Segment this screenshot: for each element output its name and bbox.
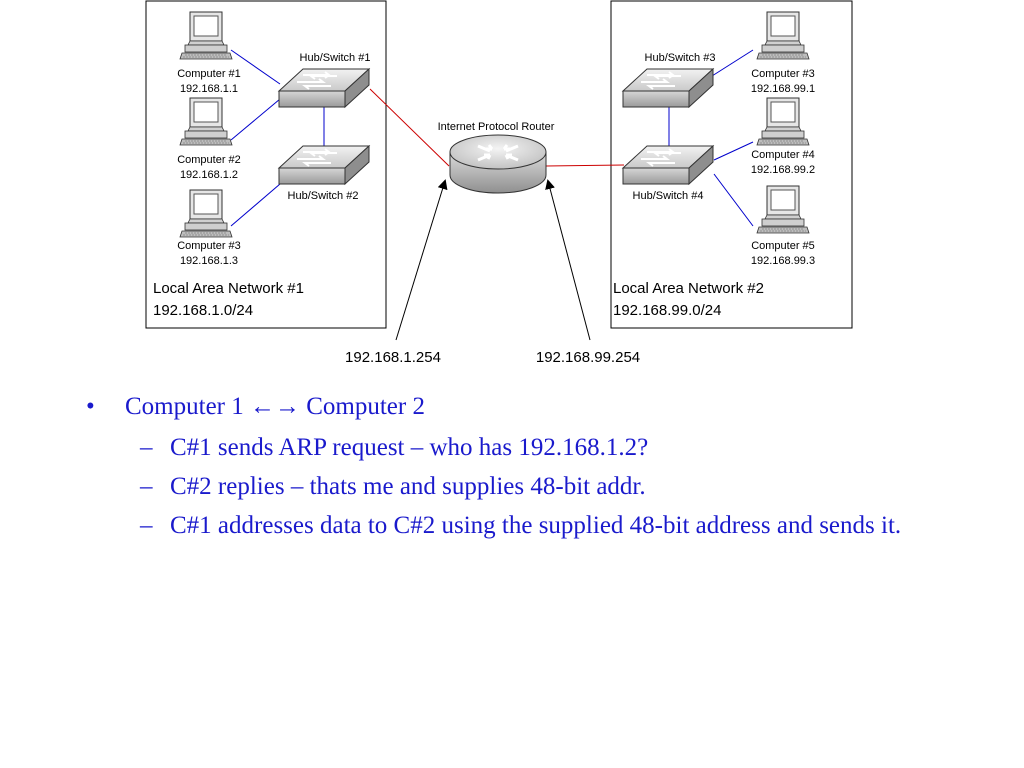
lan1-links (230, 49, 325, 227)
bullet-marker: • (86, 393, 95, 420)
router-interface-right: 192.168.99.254 (536, 349, 640, 366)
bullet-text: Computer 1 ←→ Computer 2 (125, 393, 425, 420)
lan2-subnet: 192.168.99.0/24 (613, 302, 721, 319)
router-links (369, 88, 625, 167)
switch-3-label: Hub/Switch #3 (645, 52, 716, 64)
lan1-computer-3-name: Computer #3 (177, 240, 241, 252)
switch-2-label: Hub/Switch #2 (288, 190, 359, 202)
lan1-name: Local Area Network #1 (153, 280, 304, 297)
bullet-item: • Computer 1 ←→ Computer 2 (86, 390, 926, 424)
lan1-boundary (145, 0, 387, 329)
lan2-links (668, 49, 754, 227)
network-diagram: Computer #1 192.168.1.1 Computer #2 192.… (145, 0, 853, 366)
lan2-computer-1-name: Computer #3 (751, 68, 815, 80)
sub-bullet-marker: – (140, 512, 153, 539)
lan2-computer-3-ip: 192.168.99.3 (751, 255, 815, 267)
computer-icon (756, 97, 810, 146)
lan1-computer-2-ip: 192.168.1.2 (180, 169, 238, 181)
lan2-computer-1-ip: 192.168.99.1 (751, 83, 815, 95)
sub-bullet-text: C#1 addresses data to C#2 using the supp… (170, 512, 902, 539)
switch-icon (622, 68, 714, 108)
router-label: Internet Protocol Router (438, 121, 555, 133)
switch-1-label: Hub/Switch #1 (300, 52, 371, 64)
lan2-computer-2-ip: 192.168.99.2 (751, 164, 815, 176)
sub-bullet-item: – C#2 replies – thats me and supplies 48… (86, 469, 926, 504)
sub-bullet-text: C#2 replies – thats me and supplies 48-b… (170, 473, 646, 500)
switch-icon (622, 145, 714, 185)
switch-icon (278, 68, 370, 108)
sub-bullet-marker: – (140, 473, 153, 500)
lan1-computer-3-ip: 192.168.1.3 (180, 255, 238, 267)
lan1-subnet: 192.168.1.0/24 (153, 302, 253, 319)
arrow-right-interface (545, 179, 591, 341)
computer-icon (179, 189, 233, 238)
router-icon (449, 134, 547, 194)
lan2-boundary (610, 0, 853, 329)
computer-icon (756, 185, 810, 234)
router-interface-left: 192.168.1.254 (345, 349, 441, 366)
lan2-name: Local Area Network #2 (613, 280, 764, 297)
bullet-list: • Computer 1 ←→ Computer 2 – C#1 sends A… (86, 390, 926, 543)
computer-icon (179, 97, 233, 146)
switch-icon (278, 145, 370, 185)
sub-bullet-marker: – (140, 434, 153, 461)
switch-4-label: Hub/Switch #4 (633, 190, 704, 202)
lan1-computer-1-name: Computer #1 (177, 68, 241, 80)
sub-bullet-text: C#1 sends ARP request – who has 192.168.… (170, 434, 649, 461)
lan2-computer-2-name: Computer #4 (751, 149, 815, 161)
computer-icon (756, 11, 810, 60)
lan1-computer-2-name: Computer #2 (177, 154, 241, 166)
arrow-left-interface (395, 179, 448, 341)
sub-bullet-item: – C#1 sends ARP request – who has 192.16… (86, 430, 926, 465)
lan2-computer-3-name: Computer #5 (751, 240, 815, 252)
computer-icon (179, 11, 233, 60)
sub-bullet-item: – C#1 addresses data to C#2 using the su… (86, 508, 926, 543)
lan1-computer-1-ip: 192.168.1.1 (180, 83, 238, 95)
